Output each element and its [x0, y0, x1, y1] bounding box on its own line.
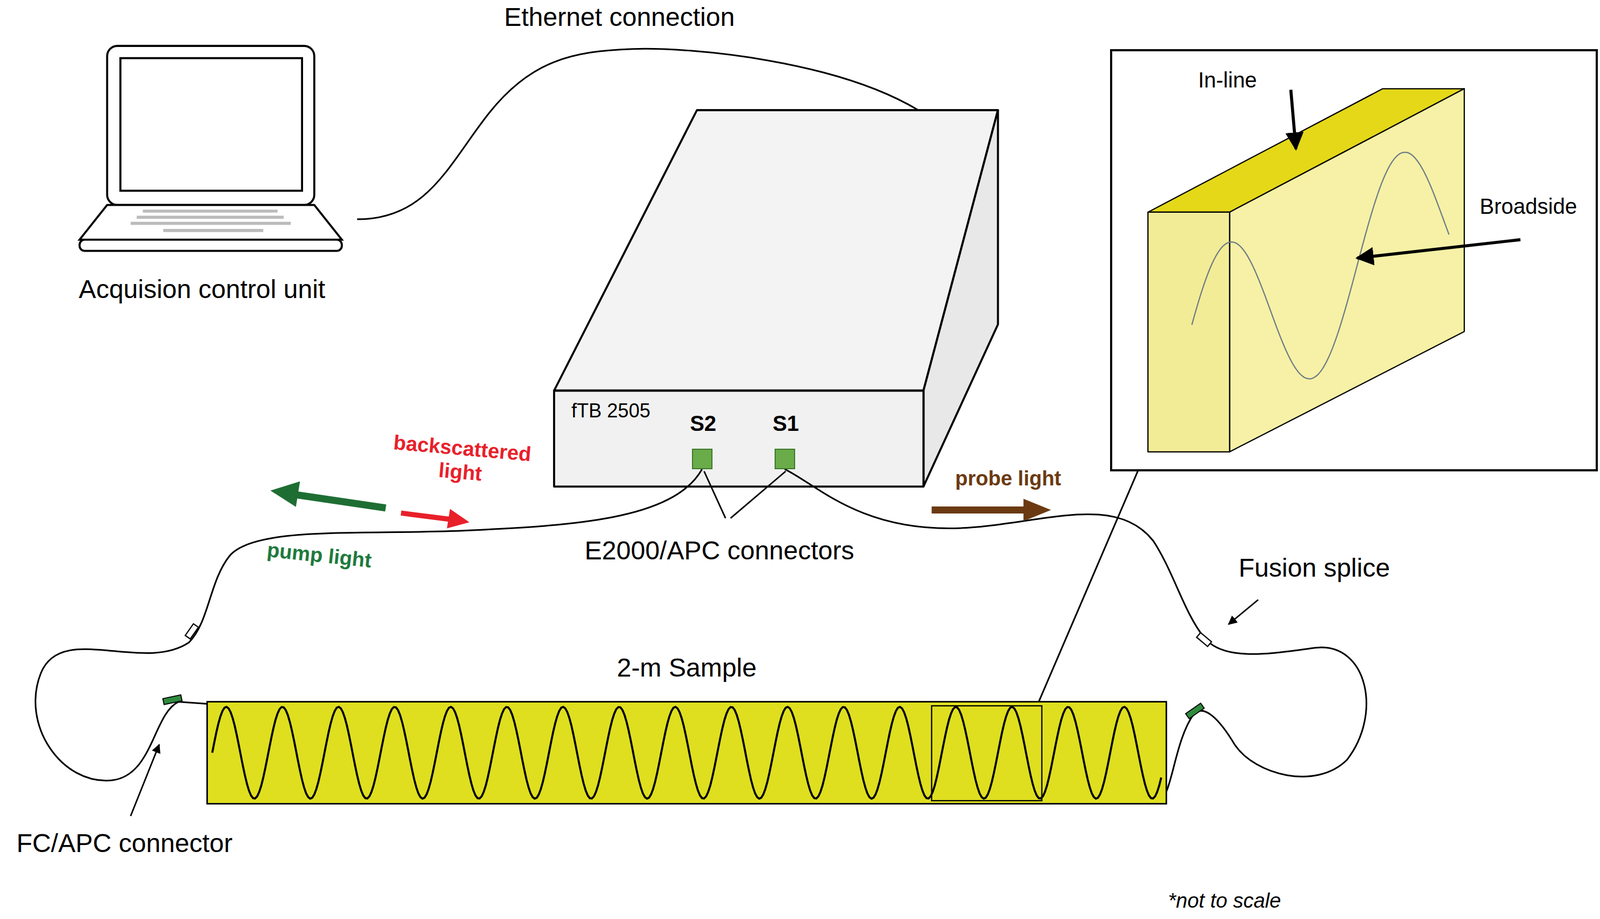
edge-label: Ethernet connection	[500, 2, 738, 32]
fc-apc-connector	[162, 695, 1205, 719]
node-label: S2	[689, 411, 717, 436]
connector-port: S2	[691, 448, 713, 470]
note: *not to scale	[1167, 889, 1281, 914]
laptop-icon	[79, 45, 342, 252]
leader-line	[130, 89, 1521, 817]
optical-fiber	[35, 469, 703, 782]
inset-box: In-lineBroadside	[1110, 49, 1598, 472]
signal-label: pump light	[265, 538, 373, 574]
fusion-splice	[185, 623, 1212, 647]
signal-label: backscattered light	[370, 428, 553, 492]
callout-label: Fusion splice	[1238, 553, 1390, 583]
ethernet-cable	[357, 48, 919, 220]
connector-port: S1	[774, 448, 796, 470]
node-label: Broadside	[1479, 193, 1577, 219]
optical-fiber	[784, 469, 1367, 792]
laptop-node: Acquision control unit	[50, 45, 358, 314]
node-label: S1	[772, 411, 799, 436]
callout-label: E2000/APC connectors	[584, 535, 855, 566]
node-label: 2-m Sample	[616, 653, 757, 683]
node-label: fTB 2505	[571, 399, 651, 422]
node-label: In-line	[1198, 67, 1257, 93]
sample-bar	[206, 702, 1167, 805]
zoom-leader	[1038, 471, 1138, 703]
node-label: Acquision control unit	[78, 274, 326, 305]
instrument-box: fTB 2505S2S1	[554, 110, 999, 487]
light-arrow	[270, 481, 1052, 529]
callout-label: FC/APC connector	[16, 828, 233, 859]
ftb-instrument	[554, 110, 999, 487]
inset-block	[1147, 88, 1465, 452]
signal-label: probe light	[955, 467, 1061, 492]
sample-box: 2-m Sample	[206, 702, 1167, 805]
